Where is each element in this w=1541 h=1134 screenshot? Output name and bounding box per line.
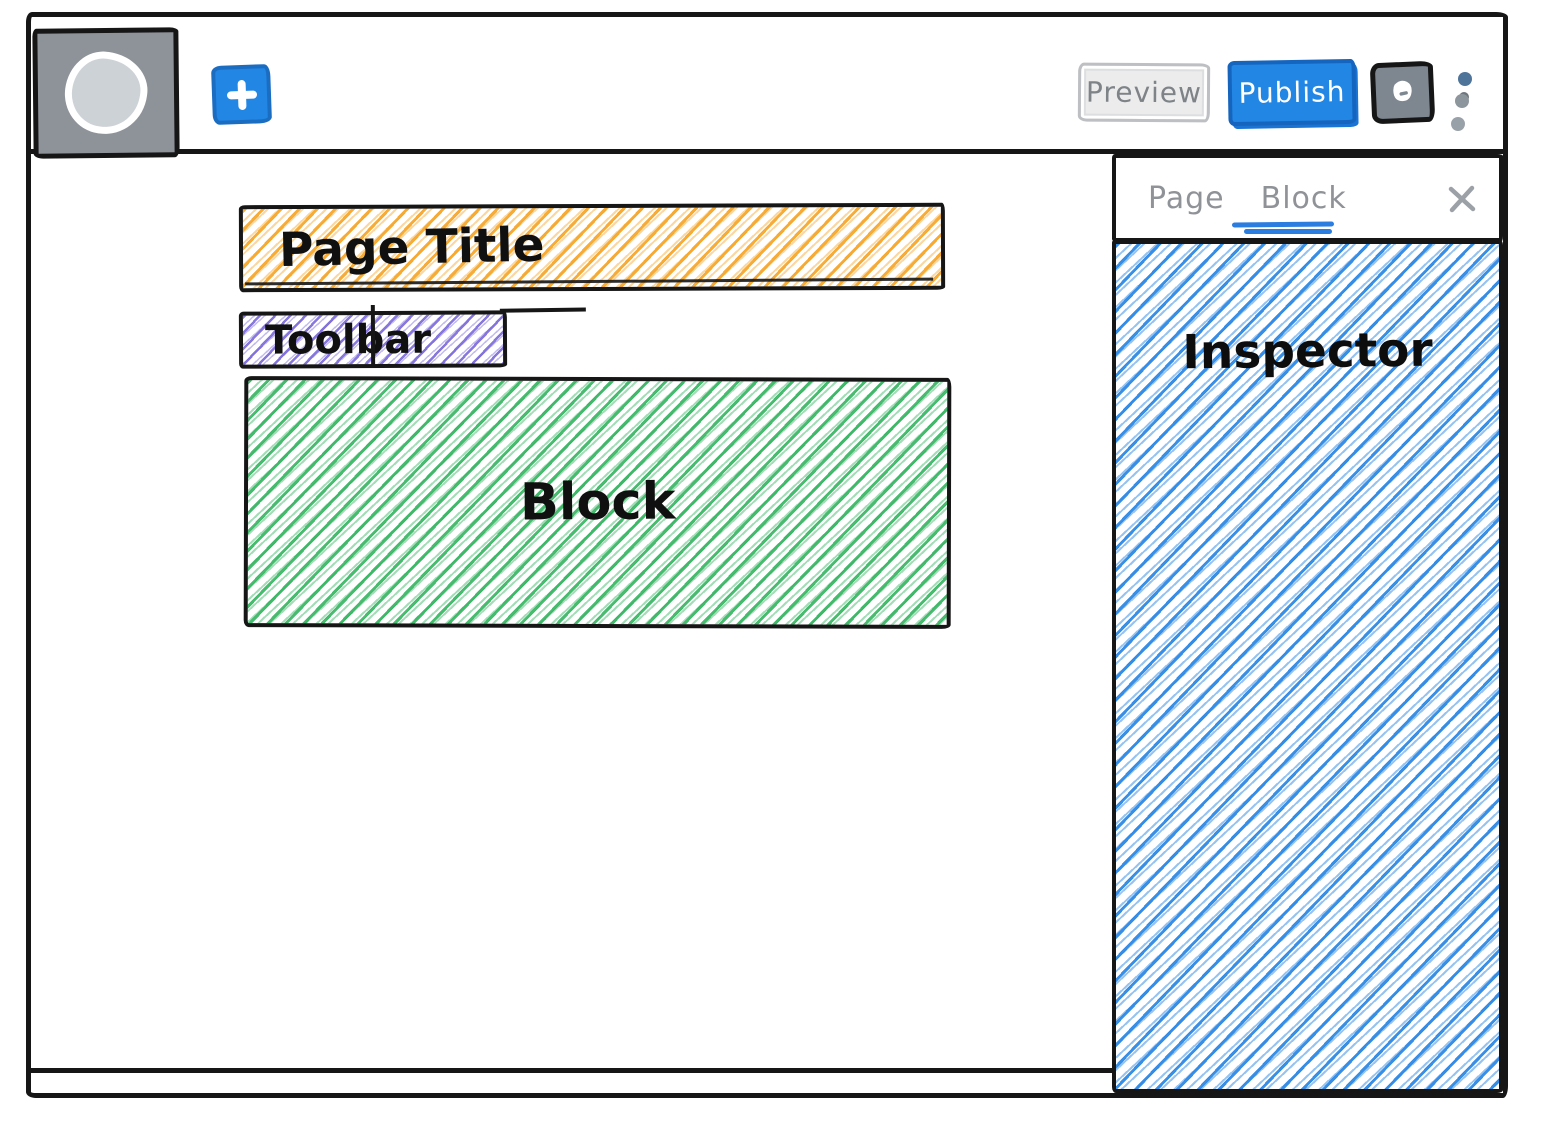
logo-circle-icon xyxy=(60,47,152,139)
inspector-title: Inspector xyxy=(1182,322,1433,381)
canvas-bottom-border xyxy=(31,1068,1114,1073)
toolbar-divider xyxy=(370,304,376,367)
chat-bubble-icon xyxy=(1385,75,1420,110)
tab-block[interactable]: Block xyxy=(1260,180,1347,216)
app-logo[interactable] xyxy=(32,27,180,159)
inspector-tab-bar: Page Block xyxy=(1112,154,1503,242)
tab-page[interactable]: Page xyxy=(1148,180,1225,216)
toolbar-block[interactable]: Toolbar xyxy=(238,304,508,369)
plus-icon xyxy=(224,77,259,112)
block-label: Block xyxy=(519,472,676,533)
active-tab-indicator xyxy=(1232,222,1336,236)
inspector-panel: Page Block Inspector xyxy=(1112,154,1503,1093)
app-window: Preview Publish Page Title Toolbar Block xyxy=(26,12,1508,1098)
content-block[interactable]: Block xyxy=(243,376,952,629)
page-title-block[interactable]: Page Title xyxy=(238,202,946,293)
top-toolbar: Preview Publish xyxy=(31,17,1503,159)
close-x-icon xyxy=(1448,185,1476,213)
inspector-body: Inspector xyxy=(1112,240,1503,1093)
preview-button[interactable]: Preview xyxy=(1077,62,1211,123)
close-button[interactable] xyxy=(1445,182,1479,216)
add-button[interactable] xyxy=(210,63,273,126)
publish-button[interactable]: Publish xyxy=(1227,58,1357,127)
toolbar-label: Toolbar xyxy=(264,316,432,364)
page-title-label: Page Title xyxy=(278,217,545,279)
overflow-menu-button[interactable] xyxy=(1451,72,1473,132)
chat-tool-button[interactable] xyxy=(1369,60,1436,125)
